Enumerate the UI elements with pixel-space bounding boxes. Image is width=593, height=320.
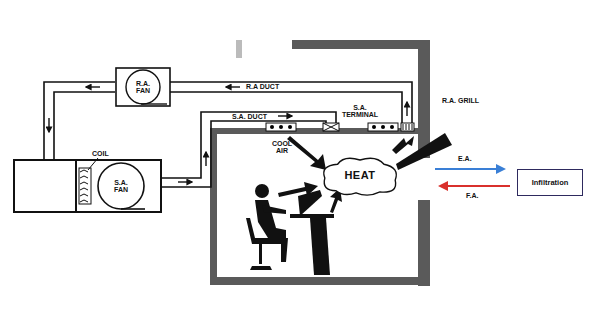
terminal-label: S.A. TERMINAL (340, 104, 380, 119)
return-fan: R.A. FAN (115, 67, 171, 107)
node-text: R.A. FAN (130, 80, 156, 95)
grill-label: R.A. GRILL (442, 97, 479, 104)
node-text: S.A. FAN (107, 179, 135, 194)
diffusers (266, 123, 414, 131)
building-walls (210, 40, 430, 286)
air-handling-unit (14, 160, 161, 212)
heat-cloud: HEAT (320, 155, 400, 197)
supply-fan: S.A. FAN (96, 162, 146, 210)
fa-label: F.A. (466, 192, 478, 199)
infiltration-box: Infiltration (517, 169, 583, 196)
fresh-air-arrow (440, 185, 510, 187)
node-text: Infiltration (532, 179, 569, 187)
ea-label: E.A. (458, 155, 472, 162)
exhaust-air-arrow (435, 168, 504, 170)
supply-air-duct (161, 112, 336, 187)
duct-label: S.A. DUCT (230, 113, 269, 120)
coil-label: COIL (92, 150, 109, 157)
occupant-figure (246, 184, 334, 275)
heat-gain-arrows (278, 133, 452, 213)
node-text: HEAT (344, 170, 375, 182)
duct-label: R.A DUCT (244, 83, 281, 90)
coil (79, 158, 98, 204)
air-label: COOL AIR (270, 140, 294, 155)
